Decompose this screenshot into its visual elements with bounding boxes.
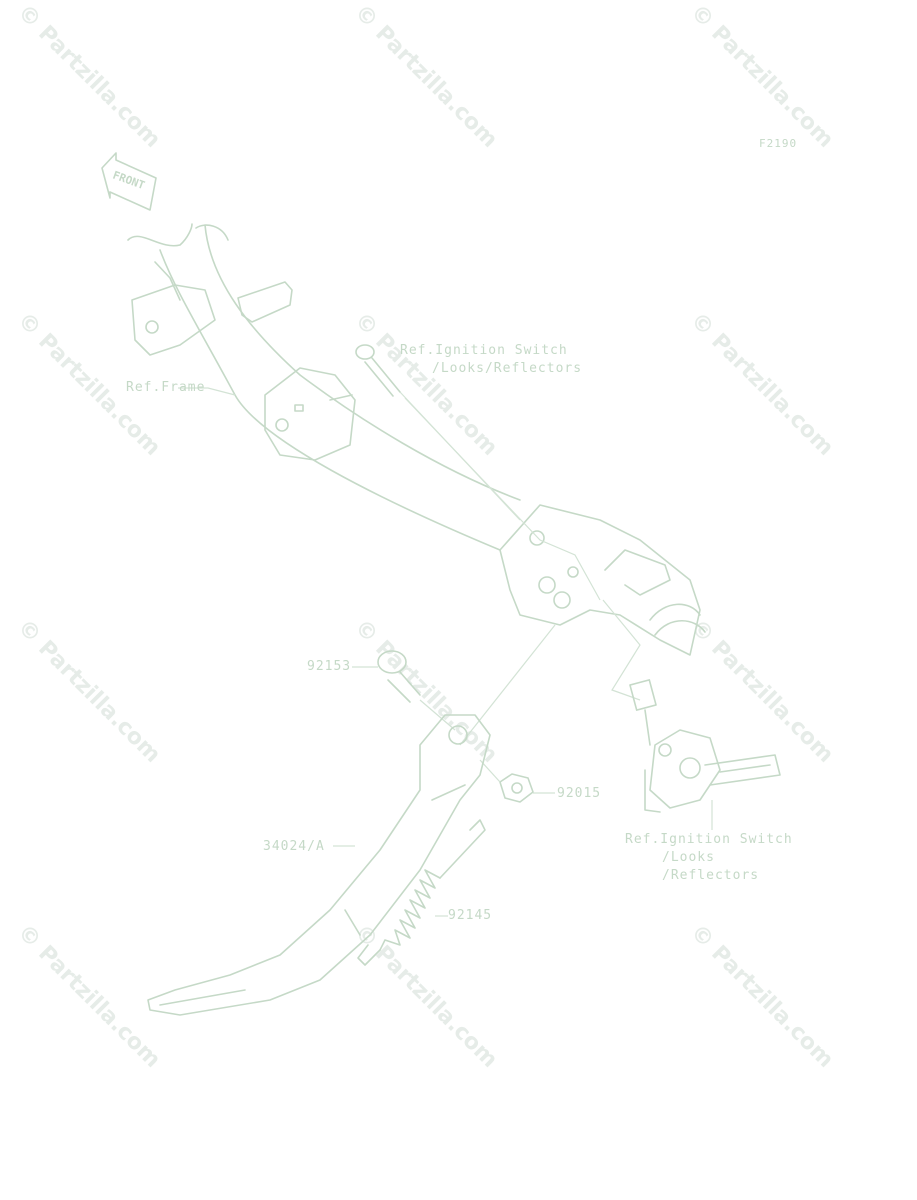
leader-ref-frame <box>178 387 236 396</box>
label-ref-frame: Ref.Frame <box>126 380 206 395</box>
label-ref-ignition-bottom-3: /Reflectors <box>662 868 760 883</box>
side-stand-drawing <box>147 714 491 1016</box>
spring-92145-drawing <box>344 819 486 966</box>
front-arrow-icon: FRONT <box>101 152 157 211</box>
ignition-switch-drawing <box>602 599 781 830</box>
label-part-92015[interactable]: 92015 <box>557 786 602 801</box>
nut-92015-drawing <box>479 759 555 803</box>
label-part-92153[interactable]: 92153 <box>307 659 352 674</box>
label-part-34024[interactable]: 34024/A <box>263 839 325 854</box>
label-ref-ignition-top-2: /Looks/Reflectors <box>432 361 583 376</box>
frame-drawing <box>127 223 706 656</box>
label-ref-ignition-bottom-2: /Looks <box>662 850 715 865</box>
label-ref-ignition-top-1: Ref.Ignition Switch <box>400 343 568 358</box>
label-part-92145[interactable]: 92145 <box>448 908 493 923</box>
leader-ref-ignition <box>404 397 601 601</box>
leader-stand <box>459 624 556 746</box>
bolt-92153-drawing <box>352 650 456 731</box>
diagram-code: F2190 <box>759 137 798 150</box>
label-ref-ignition-bottom-1: Ref.Ignition Switch <box>625 832 793 847</box>
